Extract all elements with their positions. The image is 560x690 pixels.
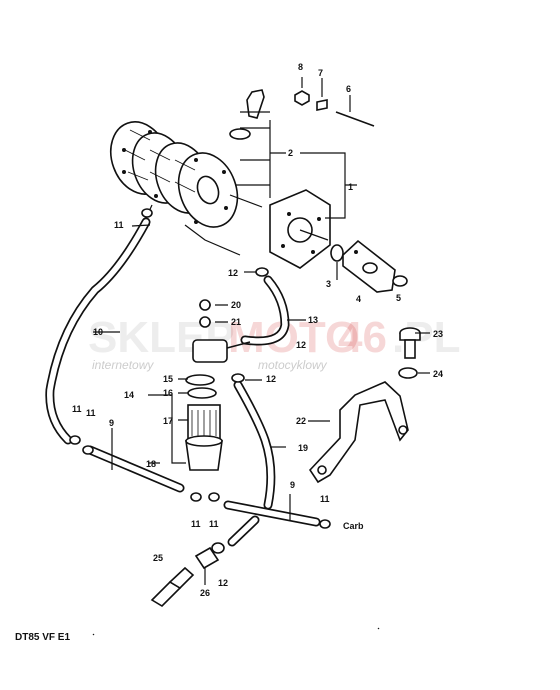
label-circles (199, 299, 211, 328)
washer-24 (398, 367, 418, 379)
hoses (45, 217, 321, 547)
union-25 (150, 566, 195, 608)
label-12c: 12 (266, 374, 276, 384)
bracket-22 (308, 381, 409, 484)
label-8: 8 (298, 62, 303, 72)
cap-26 (194, 546, 220, 570)
o-ring-5 (392, 275, 408, 287)
reference-labels: 1 2 3 4 5 6 7 8 9 9 10 11 11 11 11 11 11… (72, 62, 443, 598)
diaphragm-cover (269, 189, 331, 269)
label-11c: 11 (86, 408, 96, 418)
pin-6 (335, 111, 375, 127)
label-12d: 12 (218, 578, 228, 588)
nut-8 (294, 90, 310, 106)
label-24: 24 (433, 369, 443, 379)
watermark-tagline-a: internetowy (92, 358, 154, 372)
label-11d: 11 (191, 519, 201, 529)
label-15: 15 (163, 374, 173, 384)
label-19: 19 (298, 443, 308, 453)
label-9b: 9 (290, 480, 295, 490)
label-5: 5 (396, 293, 401, 303)
label-18: 18 (146, 459, 156, 469)
label-2: 2 (288, 148, 293, 158)
carb-label: Carb (343, 521, 364, 531)
label-26: 26 (200, 588, 210, 598)
label-20: 20 (231, 300, 241, 310)
label-16: 16 (163, 388, 173, 398)
label-11b: 11 (72, 404, 82, 414)
clip-7 (316, 99, 328, 111)
label-1: 1 (348, 182, 353, 192)
label-6: 6 (346, 84, 351, 94)
label-14: 14 (124, 390, 134, 400)
label-10: 10 (93, 327, 103, 337)
label-4: 4 (356, 294, 361, 304)
label-12a: 12 (228, 268, 238, 278)
label-11e: 11 (209, 519, 219, 529)
label-17: 17 (163, 416, 173, 426)
label-11a: 11 (114, 220, 124, 230)
label-25: 25 (153, 553, 163, 563)
label-13: 13 (308, 315, 318, 325)
label-23: 23 (433, 329, 443, 339)
label-3: 3 (326, 279, 331, 289)
footer-code: DT85 VF E1 (15, 632, 70, 643)
label-12b: 12 (296, 340, 306, 350)
label-9a: 9 (109, 418, 114, 428)
label-21: 21 (231, 317, 241, 327)
washer-3 (330, 244, 344, 262)
watermark-tagline-b: motocyklowy (258, 358, 328, 372)
pump-bracket (342, 239, 396, 293)
hose-clips (69, 208, 331, 554)
leader-lines (93, 77, 430, 585)
watermark-brand-c: 46 (338, 313, 387, 362)
nipple-fitting (229, 89, 265, 140)
fuel-pump-assembly (110, 121, 263, 256)
label-7: 7 (318, 68, 323, 78)
label-11f: 11 (320, 494, 330, 504)
label-22: 22 (296, 416, 306, 426)
